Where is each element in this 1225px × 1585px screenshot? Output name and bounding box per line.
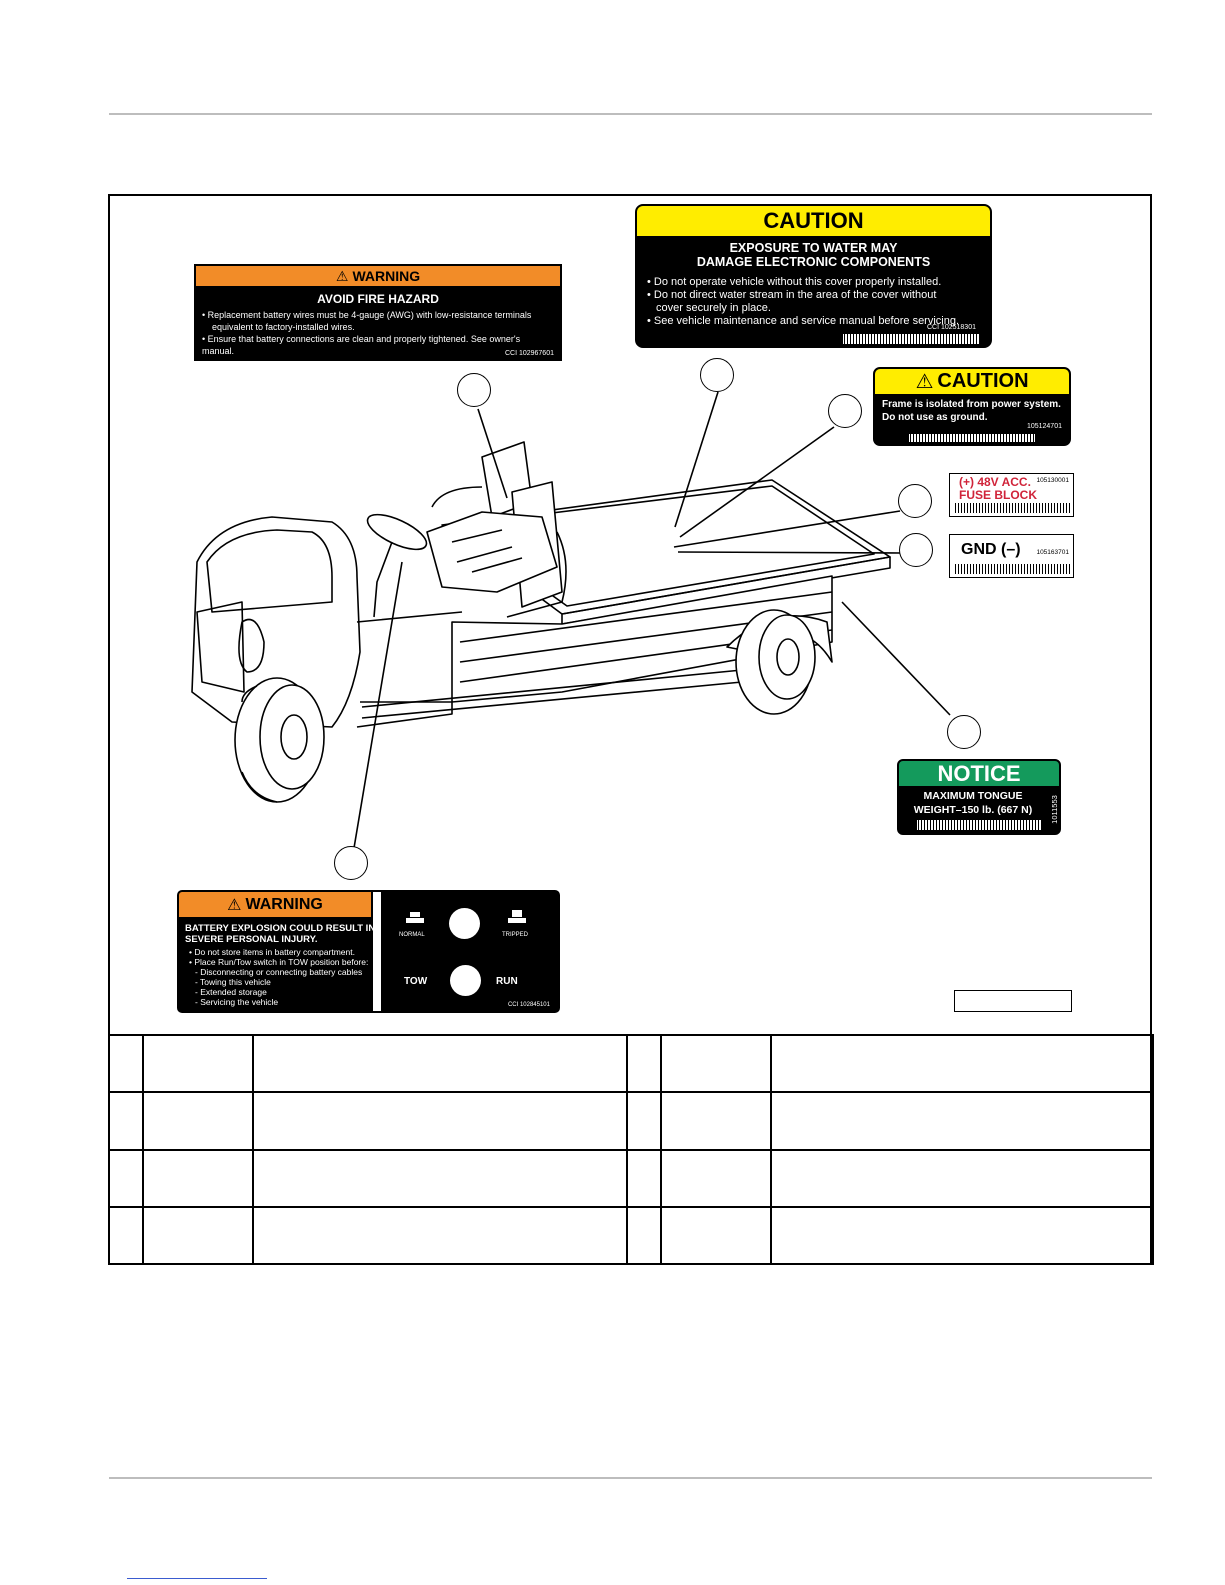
caution-water-bullet: • Do not operate vehicle without this co… [647, 276, 942, 288]
tow-label: TOW [404, 976, 428, 987]
warning-battery-header-bar: ⚠ WARNING [179, 892, 371, 917]
warning-battery-bullet: - Servicing the vehicle [195, 997, 279, 1007]
caution-water-bullet: • Do not direct water stream in the area… [647, 289, 937, 301]
caution-frame-text: Do not use as ground. [882, 412, 988, 423]
caution-water-bullet: cover securely in place. [656, 302, 771, 314]
caution-frame-text: Frame is isolated from power system. [882, 399, 1061, 410]
caution-frame-code: 105124701 [1026, 423, 1062, 430]
header-rule [109, 113, 1152, 115]
gnd-decal: GND (–) 105163701 [949, 534, 1074, 578]
notice-header: NOTICE [937, 760, 1021, 786]
warning-battery-bullet: • Place Run/Tow switch in TOW position b… [189, 957, 369, 967]
caution-water-title: DAMAGE ELECTRONIC COMPONENTS [696, 255, 931, 269]
barcode [917, 820, 1041, 830]
warning-triangle-icon: ⚠ [915, 371, 934, 393]
table-row [108, 1205, 1154, 1266]
gnd-label: GND (–) [961, 541, 1021, 558]
notice-code: 1011553 [1050, 795, 1060, 824]
notice-text: MAXIMUM TONGUE [923, 790, 1023, 802]
warning-fire-decal: ⚠ WARNING AVOID FIRE HAZARD • Replacemen… [194, 264, 562, 361]
decal-figure: ⚠ WARNING AVOID FIRE HAZARD • Replacemen… [108, 194, 1152, 1265]
warning-fire-title: AVOID FIRE HAZARD [317, 292, 439, 306]
callout-circle [700, 358, 734, 392]
barcode [954, 503, 1070, 513]
table-row [108, 1033, 1154, 1094]
callout-circle [898, 484, 932, 518]
fuse-block-label: FUSE BLOCK [959, 488, 1037, 502]
decal-legend-table [108, 1033, 1154, 1266]
footer-rule [109, 1477, 1152, 1479]
caution-frame-header: CAUTION [937, 370, 1029, 392]
warning-battery-code: CCI 102845101 [507, 1002, 550, 1008]
normal-breaker-icon [406, 912, 424, 923]
gnd-code: 105163701 [1036, 549, 1069, 556]
footer-link-underline[interactable] [127, 1578, 267, 1579]
figure-number-box [954, 990, 1072, 1012]
barcode [909, 434, 1035, 442]
caution-water-code: CCI 102518301 [926, 324, 976, 331]
warning-battery-bullet: - Extended storage [195, 987, 267, 997]
run-label: RUN [496, 976, 518, 987]
notice-text: WEIGHT–150 lb. (667 N) [913, 804, 1033, 816]
callout-circle [947, 715, 981, 749]
vehicle-illustration [191, 391, 951, 849]
table-row [108, 1091, 1154, 1151]
caution-water-decal: CAUTION EXPOSURE TO WATER MAY DAMAGE ELE… [635, 204, 992, 348]
callout-circle [457, 373, 491, 407]
caution-frame-decal: ⚠ CAUTION Frame is isolated from power s… [873, 367, 1071, 446]
warning-battery-title: BATTERY EXPLOSION COULD RESULT IN [185, 923, 376, 934]
caution-water-bullet: • See vehicle maintenance and service ma… [647, 315, 960, 327]
callout-circle [899, 533, 933, 567]
fuse-block-label: (+) 48V ACC. [959, 475, 1031, 489]
run-tow-switch [450, 965, 481, 996]
warning-fire-header: WARNING [352, 268, 421, 284]
caution-water-title: EXPOSURE TO WATER MAY [729, 241, 898, 255]
normal-label: NORMAL [399, 932, 425, 938]
warning-fire-code: CCI 102967601 [504, 350, 554, 357]
warning-fire-bullet: • Ensure that battery connections are cl… [202, 334, 521, 356]
warning-fire-bullet: equivalent to factory-installed wires. [212, 322, 355, 332]
breaker-knob [449, 908, 480, 939]
warning-triangle-icon: ⚠ [335, 267, 349, 284]
table-row [108, 1148, 1154, 1208]
warning-triangle-icon: ⚠ [227, 896, 242, 914]
callout-circle [828, 394, 862, 428]
warning-battery-title: SEVERE PERSONAL INJURY. [185, 934, 318, 945]
callout-circle [334, 846, 368, 880]
barcode [954, 564, 1070, 574]
decal-divider [373, 892, 381, 1011]
fuse-block-code: 105130001 [1036, 477, 1069, 484]
notice-decal: NOTICE MAXIMUM TONGUE WEIGHT–150 lb. (66… [897, 759, 1061, 835]
warning-battery-bullet: • Do not store items in battery compartm… [189, 947, 355, 957]
warning-battery-bullet: - Towing this vehicle [195, 977, 271, 987]
fuse-block-decal: (+) 48V ACC. 105130001 FUSE BLOCK [949, 473, 1074, 517]
tripped-breaker-icon [508, 910, 526, 923]
caution-water-header: CAUTION [763, 208, 864, 233]
warning-battery-decal: ⚠ WARNING BATTERY EXPLOSION COULD RESULT… [177, 890, 560, 1013]
warning-fire-bullet: • Replacement battery wires must be 4-ga… [202, 310, 532, 320]
tripped-label: TRIPPED [502, 932, 529, 938]
barcode [843, 334, 979, 344]
warning-battery-header: WARNING [245, 895, 323, 913]
warning-battery-bullet: - Disconnecting or connecting battery ca… [195, 967, 363, 977]
